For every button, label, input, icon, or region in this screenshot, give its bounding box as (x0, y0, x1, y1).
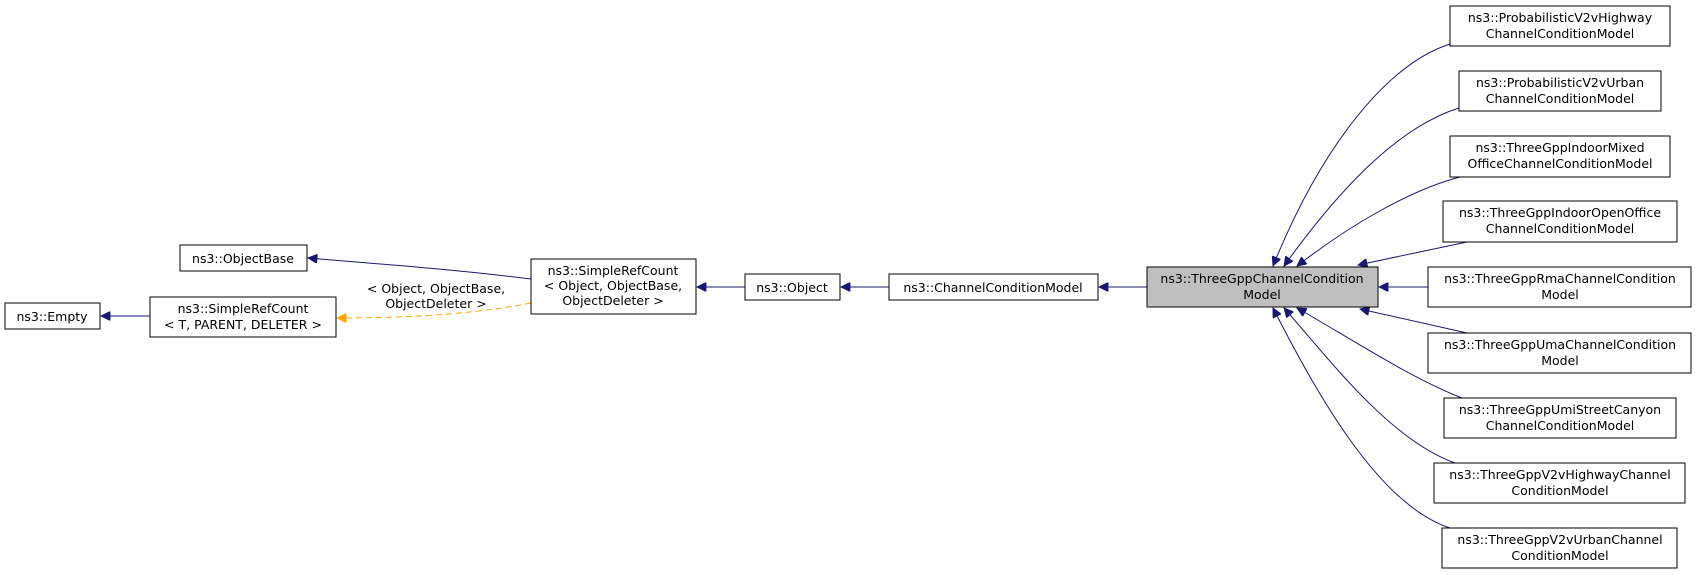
edge-v2v-urban-to-threegpp (1273, 308, 1451, 529)
node-label: ns3::ObjectBase (192, 251, 294, 266)
node-label: OfficeChannelConditionModel (1468, 156, 1653, 171)
node-label: Model (1541, 353, 1579, 368)
node-label: ObjectDeleter > (562, 293, 663, 308)
node-prob-v2v-urban[interactable]: ns3::ProbabilisticV2vUrban ChannelCondit… (1458, 70, 1662, 112)
edge-v2v-highway-to-threegpp (1284, 308, 1456, 464)
node-label: Model (1541, 287, 1579, 302)
node-v2v-urban[interactable]: ns3::ThreeGppV2vUrbanChannel ConditionMo… (1441, 527, 1678, 569)
node-label: ns3::ThreeGppUmiStreetCanyon (1459, 402, 1661, 417)
node-label: ns3::ThreeGppRmaChannelCondition (1444, 271, 1676, 286)
node-label: ns3::ProbabilisticV2vHighway (1468, 10, 1653, 25)
node-label: < Object, ObjectBase, (544, 278, 682, 293)
edge-indoor-mixed-to-threegpp (1297, 176, 1461, 266)
node-label: ns3::SimpleRefCount (178, 301, 309, 316)
edge-indoor-open-to-threegpp (1358, 241, 1468, 265)
node-label: ns3::ThreeGppChannelCondition (1160, 271, 1363, 286)
node-label: ns3::SimpleRefCount (548, 263, 679, 278)
edge-simplerefcount-object-to-simplerefcount-t (337, 302, 532, 318)
node-label: ns3::ThreeGppUmaChannelCondition (1444, 337, 1676, 352)
node-label: ns3::ThreeGppIndoorMixed (1475, 140, 1644, 155)
node-uma[interactable]: ns3::ThreeGppUmaChannelCondition Model (1427, 332, 1692, 374)
node-umi-street-canyon[interactable]: ns3::ThreeGppUmiStreetCanyon ChannelCond… (1443, 397, 1677, 439)
node-label: ns3::Empty (16, 309, 88, 324)
node-threegppchannelconditionmodel[interactable]: ns3::ThreeGppChannelCondition Model (1146, 266, 1379, 308)
node-label: ns3::ThreeGppV2vUrbanChannel (1457, 532, 1662, 547)
node-simplerefcount-object[interactable]: ns3::SimpleRefCount < Object, ObjectBase… (530, 258, 697, 315)
node-label: ns3::ProbabilisticV2vUrban (1476, 75, 1644, 90)
node-label: ns3::ThreeGppIndoorOpenOffice (1459, 205, 1661, 220)
node-indoor-open-office[interactable]: ns3::ThreeGppIndoorOpenOffice ChannelCon… (1442, 200, 1678, 243)
edges (101, 43, 1468, 529)
node-label: ChannelConditionModel (1486, 418, 1635, 433)
node-indoor-mixed-office[interactable]: ns3::ThreeGppIndoorMixed OfficeChannelCo… (1449, 135, 1671, 178)
node-object[interactable]: ns3::Object (744, 273, 841, 301)
template-edge-label-line1: < Object, ObjectBase, (367, 281, 505, 296)
node-channelconditionmodel[interactable]: ns3::ChannelConditionModel (888, 273, 1099, 301)
template-edge-label-line2: ObjectDeleter > (385, 296, 486, 311)
node-label: ChannelConditionModel (1486, 221, 1635, 236)
edge-prob-v2v-highway-to-threegpp (1273, 43, 1451, 266)
node-objectbase[interactable]: ns3::ObjectBase (179, 244, 308, 272)
node-rma[interactable]: ns3::ThreeGppRmaChannelCondition Model (1427, 266, 1692, 308)
edge-simplerefcount-object-to-objectbase (308, 258, 532, 280)
node-label: ConditionModel (1511, 548, 1608, 563)
node-label: ChannelConditionModel (1486, 91, 1635, 106)
node-label: ConditionModel (1511, 483, 1608, 498)
node-prob-v2v-highway[interactable]: ns3::ProbabilisticV2vHighway ChannelCond… (1449, 5, 1671, 47)
node-empty[interactable]: ns3::Empty (4, 302, 101, 330)
node-label: ns3::ThreeGppV2vHighwayChannel (1449, 467, 1670, 482)
edge-uma-to-threegpp (1360, 309, 1468, 334)
edge-umi-to-threegpp (1297, 308, 1463, 399)
edge-prob-v2v-urban-to-threegpp (1284, 107, 1460, 266)
node-label: < T, PARENT, DELETER > (164, 317, 322, 332)
node-label: ChannelConditionModel (1486, 26, 1635, 41)
node-label: ns3::Object (756, 280, 828, 295)
node-v2v-highway[interactable]: ns3::ThreeGppV2vHighwayChannel Condition… (1433, 462, 1686, 504)
node-label: Model (1243, 287, 1281, 302)
node-label: ns3::ChannelConditionModel (903, 280, 1082, 295)
node-simplerefcount-t[interactable]: ns3::SimpleRefCount < T, PARENT, DELETER… (149, 296, 337, 338)
